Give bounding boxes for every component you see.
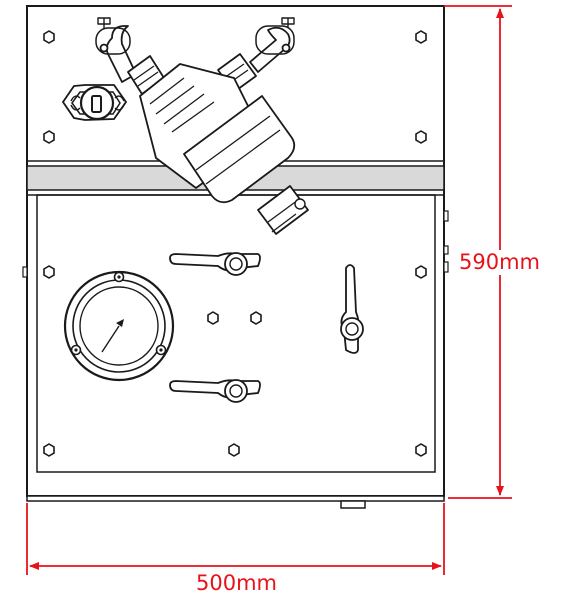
enclosure-base xyxy=(26,495,445,502)
valve-handle-icon xyxy=(169,252,364,403)
drain-outlet xyxy=(340,500,366,509)
filter-icon xyxy=(95,17,309,235)
width-dimension-label: 500mm xyxy=(196,571,277,595)
plug-socket-icon xyxy=(61,84,128,121)
dimension-lines xyxy=(26,5,512,575)
pressure-gauge-icon xyxy=(63,270,175,382)
height-dimension-label: 590mm xyxy=(459,250,540,274)
